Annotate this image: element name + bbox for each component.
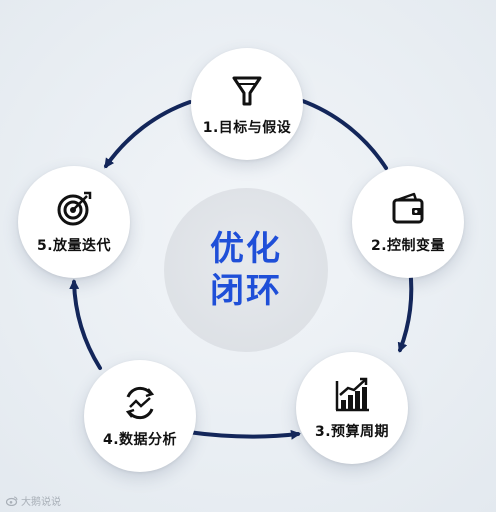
step-node-2: 2.控制变量 <box>352 166 464 278</box>
center-title-line2: 闭环 <box>210 271 282 311</box>
step-label-1: 1.目标与假设 <box>202 120 292 136</box>
arrow-step5-from-step1 <box>104 100 192 169</box>
target-arrow-icon <box>57 191 92 226</box>
wallet-icon <box>392 192 424 224</box>
step-label-3: 3.预算周期 <box>314 424 390 440</box>
step-node-3: 3.预算周期 <box>296 352 408 464</box>
step-node-5: 5.放量迭代 <box>18 166 130 278</box>
arrow-step3-to-step4 <box>186 429 301 440</box>
step-label-5: 5.放量迭代 <box>36 238 112 254</box>
bar-chart-growth-icon <box>335 377 369 412</box>
step-label-2: 2.控制变量 <box>370 238 446 254</box>
arrow-step1-to-step2 <box>291 92 388 170</box>
funnel-icon <box>232 76 262 106</box>
arrow-step2-to-step3 <box>397 266 414 353</box>
step-node-1: 1.目标与假设 <box>191 48 303 160</box>
weibo-icon <box>6 496 18 506</box>
step-node-4: 4.数据分析 <box>84 360 196 472</box>
watermark: 大鹅说说 <box>6 493 61 508</box>
cycle-trend-icon <box>125 386 155 420</box>
center-title-line1: 优化 <box>210 229 282 269</box>
arrow-step4-to-step5 <box>69 279 102 370</box>
step-label-4: 4.数据分析 <box>102 432 178 448</box>
watermark-text: 大鹅说说 <box>21 497 61 508</box>
center-hub: 优化 闭环 <box>164 188 328 352</box>
